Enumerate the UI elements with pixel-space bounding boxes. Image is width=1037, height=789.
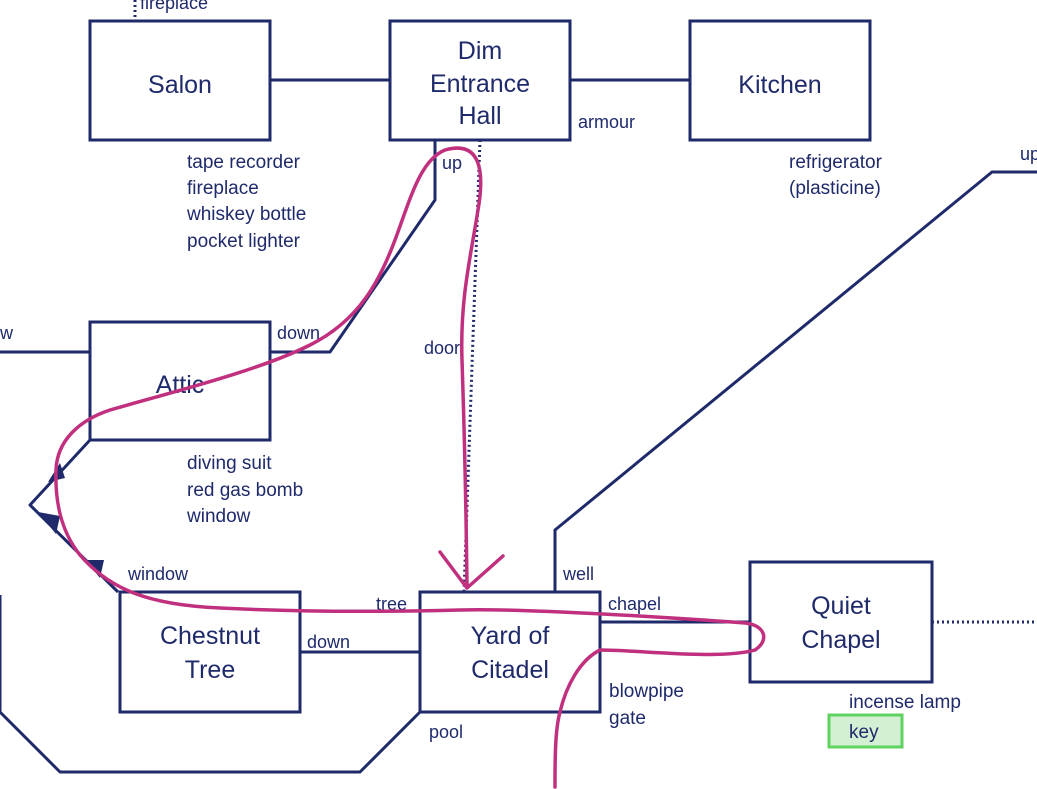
svg-text:diving suit: diving suit xyxy=(187,453,272,474)
exit-up-hall: up xyxy=(442,153,462,173)
svg-text:gate: gate xyxy=(609,708,646,729)
svg-text:Dim: Dim xyxy=(458,37,502,65)
items-kitchen: refrigerator (plasticine) xyxy=(789,152,883,199)
hand-drawn-route xyxy=(54,146,766,789)
exit-w: w xyxy=(0,323,14,343)
svg-text:blowpipe: blowpipe xyxy=(609,681,684,702)
svg-text:Kitchen: Kitchen xyxy=(738,71,821,99)
svg-text:(plasticine): (plasticine) xyxy=(789,178,881,199)
exit-down-attic: down xyxy=(277,323,320,343)
hall-attic-stairs xyxy=(270,140,437,354)
room-entrance-hall[interactable]: Dim Entrance Hall xyxy=(388,19,572,142)
room-quiet-chapel[interactable]: Quiet Chapel xyxy=(748,560,934,684)
svg-text:window: window xyxy=(186,506,251,527)
exit-pool: pool xyxy=(429,722,463,742)
svg-text:Quiet: Quiet xyxy=(811,592,871,620)
room-salon[interactable]: Salon xyxy=(88,19,272,142)
exit-labels: fireplace armour up up door w down windo… xyxy=(0,0,1037,742)
svg-text:tape recorder: tape recorder xyxy=(187,152,301,173)
route-arrowhead xyxy=(438,550,505,590)
items-attic: diving suit red gas bomb window xyxy=(186,453,303,527)
svg-text:Yard of: Yard of xyxy=(471,622,550,650)
svg-text:red gas bomb: red gas bomb xyxy=(187,480,303,501)
svg-text:refrigerator: refrigerator xyxy=(789,152,883,173)
key-item-label: key xyxy=(849,722,879,743)
svg-text:Tree: Tree xyxy=(185,656,235,684)
room-chestnut-tree[interactable]: Chestnut Tree xyxy=(118,590,302,714)
key-item-highlight[interactable]: key xyxy=(827,713,904,749)
exit-window: window xyxy=(127,564,189,584)
exit-armour: armour xyxy=(578,112,635,132)
svg-text:incense lamp: incense lamp xyxy=(849,692,961,713)
svg-text:Hall: Hall xyxy=(458,102,501,130)
exit-tree: tree xyxy=(376,594,407,614)
exit-chapel: chapel xyxy=(608,594,661,614)
exit-fireplace: fireplace xyxy=(140,0,208,13)
pool-connection xyxy=(0,595,422,774)
svg-text:pocket lighter: pocket lighter xyxy=(187,231,301,252)
room-kitchen[interactable]: Kitchen xyxy=(688,19,872,142)
svg-text:Citadel: Citadel xyxy=(471,656,549,684)
items-salon: tape recorder fireplace whiskey bottle p… xyxy=(186,152,306,252)
room-attic[interactable]: Attic xyxy=(88,320,272,442)
room-yard-of-citadel[interactable]: Yard of Citadel xyxy=(418,590,602,714)
svg-text:whiskey bottle: whiskey bottle xyxy=(186,204,306,225)
room-salon-name: Salon xyxy=(148,71,212,99)
svg-text:Entrance: Entrance xyxy=(430,70,530,98)
items-yard: blowpipe gate xyxy=(609,681,684,729)
well-connection xyxy=(553,170,1037,592)
exit-up-right: up xyxy=(1020,144,1037,164)
exit-down-tree: down xyxy=(307,632,350,652)
svg-text:fireplace: fireplace xyxy=(187,178,259,199)
exit-door: door xyxy=(424,338,460,358)
exit-well: well xyxy=(562,564,594,584)
svg-text:Chapel: Chapel xyxy=(801,626,880,654)
arrowhead-middle xyxy=(38,512,60,534)
items-chapel: incense lamp xyxy=(849,692,961,713)
route-path xyxy=(54,146,766,789)
svg-text:Chestnut: Chestnut xyxy=(160,622,260,650)
